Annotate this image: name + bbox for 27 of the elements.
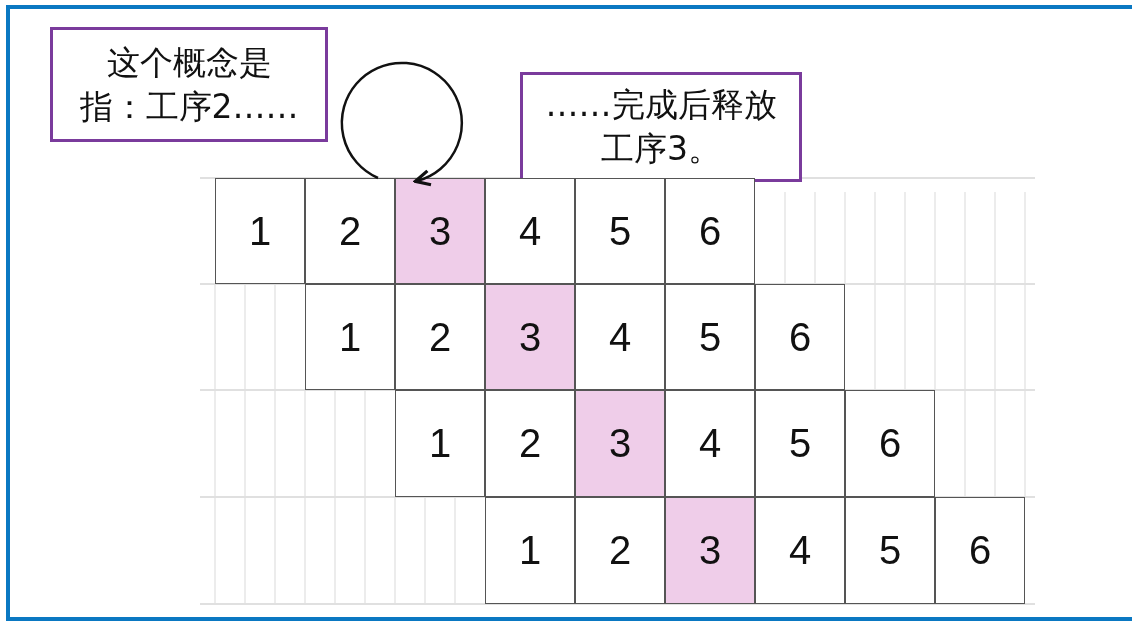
process-step-cell: 1 <box>395 390 485 497</box>
process-step-cell: 1 <box>215 178 305 284</box>
process-step-cell: 5 <box>755 390 845 497</box>
process-step-cell: 3 <box>575 390 665 497</box>
curved-arrow <box>340 61 463 186</box>
process-step-cell: 1 <box>485 497 575 604</box>
process-step-cell: 5 <box>575 178 665 284</box>
process-step-cell: 5 <box>845 497 935 604</box>
process-step-cell: 1 <box>305 284 395 390</box>
callout-box: ……完成后释放工序3。 <box>520 72 802 182</box>
process-step-cell: 6 <box>665 178 755 284</box>
process-step-cell: 2 <box>395 284 485 390</box>
process-step-cell: 2 <box>485 390 575 497</box>
process-step-cell: 2 <box>305 178 395 284</box>
process-step-cell: 5 <box>665 284 755 390</box>
process-step-cell: 4 <box>485 178 575 284</box>
process-step-cell: 4 <box>665 390 755 497</box>
process-step-cell: 3 <box>485 284 575 390</box>
process-step-cell: 6 <box>935 497 1025 604</box>
process-step-cell: 2 <box>575 497 665 604</box>
process-step-cell: 6 <box>845 390 935 497</box>
process-step-cell: 3 <box>665 497 755 604</box>
process-step-cell: 4 <box>755 497 845 604</box>
process-step-cell: 3 <box>395 178 485 284</box>
process-step-cell: 6 <box>755 284 845 390</box>
callout-box: 这个概念是指：工序2…… <box>50 27 328 142</box>
process-step-cell: 4 <box>575 284 665 390</box>
